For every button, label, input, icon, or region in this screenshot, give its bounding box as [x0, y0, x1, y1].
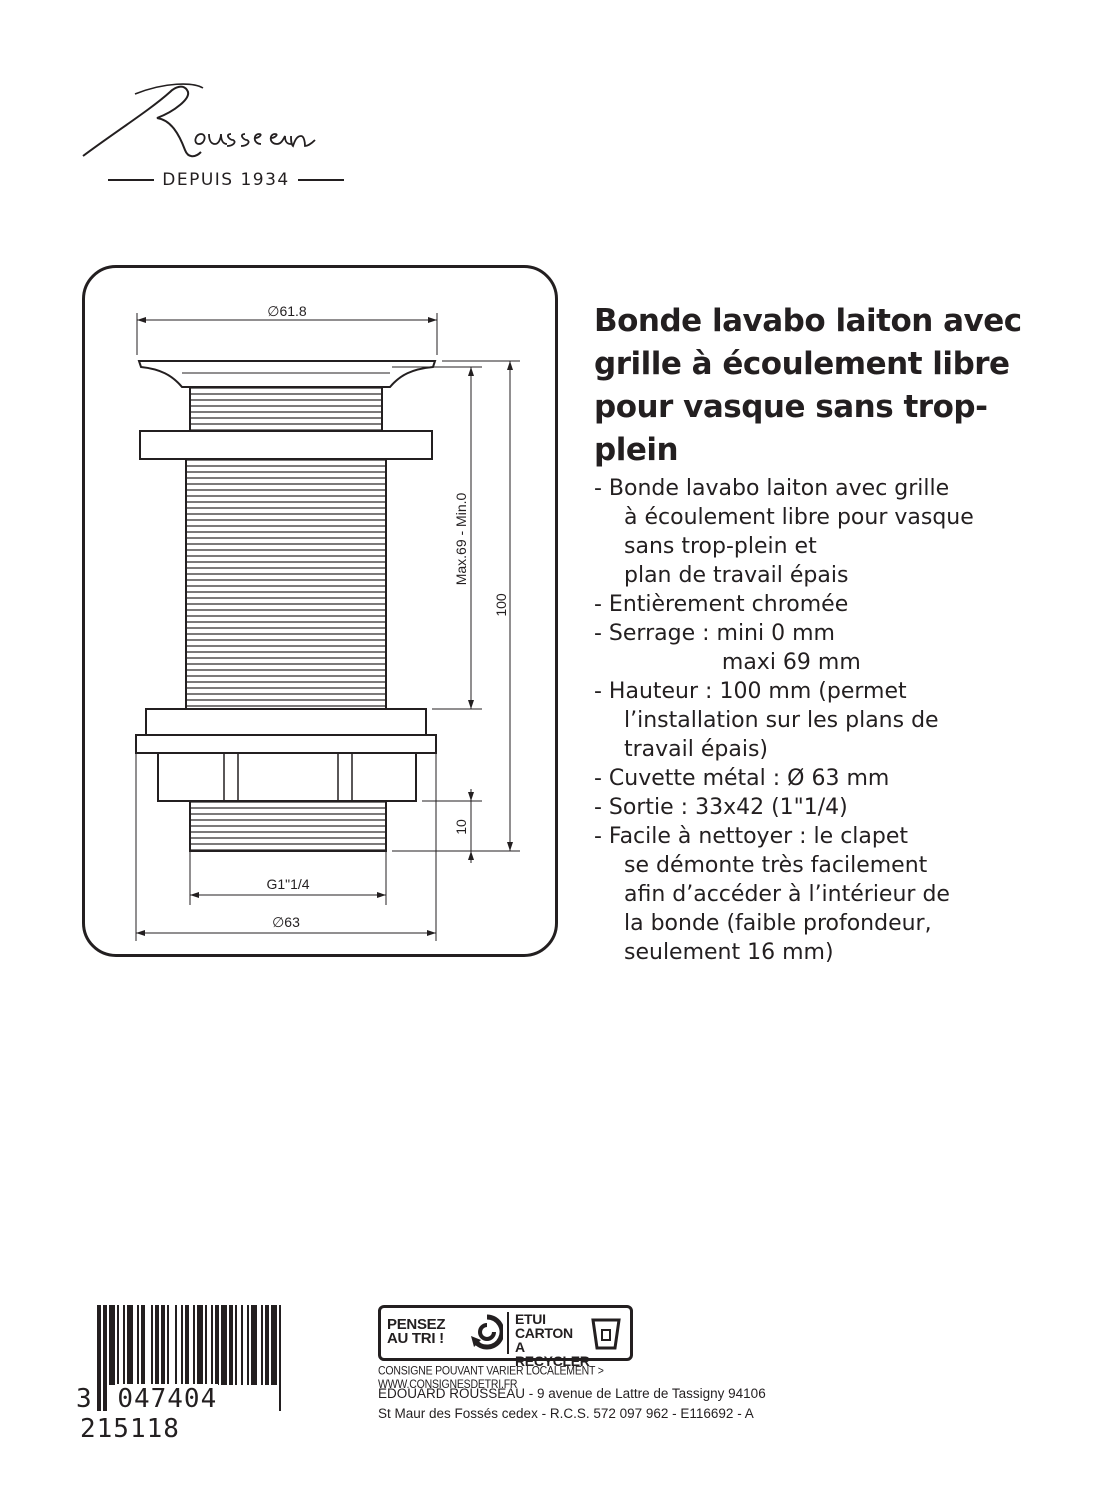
recycling-notice: CONSIGNE POUVANT VARIER LOCALEMENT > WWW…: [378, 1364, 604, 1392]
barcode-bar: [103, 1305, 107, 1411]
barcode-bar: [137, 1305, 139, 1385]
dim-thread-length: 10: [422, 789, 482, 863]
barcode-number: 3 047404 215118: [75, 1384, 335, 1444]
feature-item: - Hauteur : 100 mm (permet l’installatio…: [594, 679, 939, 762]
barcode-bar: [181, 1305, 183, 1385]
tagline-rule-left: [108, 179, 155, 181]
dim-bottom-diameter: ∅63: [135, 753, 437, 941]
barcode-bar: [141, 1305, 145, 1385]
barcode-bar: [175, 1305, 177, 1385]
dim-height-label: 100: [493, 593, 509, 617]
dim-thread-label: G1"1/4: [266, 876, 309, 892]
threaded-body: [185, 458, 387, 710]
brand-tagline: DEPUIS 1934: [108, 170, 344, 190]
recycling-bin-icon: [591, 1318, 621, 1350]
barcode-first-digit: 3: [75, 1384, 94, 1414]
recycling-divider: [507, 1312, 509, 1354]
barcode: [97, 1305, 281, 1411]
recycle-arrows-icon: [471, 1314, 503, 1350]
barcode-bar: [215, 1305, 219, 1385]
barcode-bar: [261, 1305, 263, 1385]
locking-nut: [135, 708, 437, 802]
feature-item: - Bonde lavabo laiton avec grille à écou…: [594, 476, 974, 588]
barcode-bar: [109, 1305, 115, 1385]
feature-list: - Bonde lavabo laiton avec grille à écou…: [594, 474, 1084, 967]
dim-clamping: Max.69 - Min.0: [392, 366, 482, 710]
barcode-bar: [265, 1305, 269, 1385]
barcode-bar: [279, 1305, 281, 1411]
barcode-bar: [193, 1305, 195, 1411]
barcode-bar: [229, 1305, 233, 1385]
feature-item: - Cuvette métal : Ø 63 mm: [594, 766, 890, 791]
barcode-bar: [251, 1305, 257, 1385]
barcode-bar: [205, 1305, 207, 1385]
dim-thread-length-label: 10: [453, 819, 469, 835]
address-line-2: St Maur des Fossés cedex - R.C.S. 572 09…: [378, 1406, 754, 1421]
barcode-bar: [247, 1305, 249, 1385]
product-title: Bonde lavabo laiton avec grille à écoule…: [594, 303, 1022, 468]
barcode-bar: [235, 1305, 237, 1385]
recycling-label-right: ETUI CARTON A RECYCLER: [515, 1311, 590, 1369]
drain-flange: [137, 360, 437, 388]
barcode-bar: [221, 1305, 227, 1385]
company-address: EDOUARD ROUSSEAU - 9 avenue de Lattre de…: [378, 1384, 798, 1424]
rousseau-signature-logo: [82, 83, 316, 158]
barcode-bar: [197, 1305, 203, 1385]
technical-drawing: ∅61.8 Max.69 - Min.0 100: [135, 303, 520, 941]
tagline-text: DEPUIS 1934: [162, 170, 290, 190]
brand-logo: [75, 72, 355, 202]
tagline-rule-right: [297, 179, 344, 181]
barcode-bar: [151, 1305, 153, 1385]
barcode-bar: [97, 1305, 101, 1411]
barcode-bar: [123, 1305, 125, 1385]
feature-item: - Sortie : 33x42 (1"1/4): [594, 795, 848, 820]
barcode-bar: [161, 1305, 165, 1385]
barcode-bar: [127, 1305, 133, 1385]
barcode-bar: [211, 1305, 213, 1385]
drawing-frame: [82, 265, 558, 957]
feature-item: - Entièrement chromée: [594, 592, 849, 617]
dim-thread: G1"1/4: [189, 851, 387, 905]
barcode-bar: [185, 1305, 189, 1385]
dim-clamping-label: Max.69 - Min.0: [453, 492, 469, 585]
recycling-label-left: PENSEZ AU TRI !: [387, 1316, 446, 1347]
address-line-1: EDOUARD ROUSSEAU - 9 avenue de Lattre de…: [378, 1386, 766, 1401]
barcode-bar: [167, 1305, 169, 1385]
lower-thread: [189, 800, 387, 852]
barcode-group-1: 047404: [116, 1384, 219, 1414]
recycling-label: PENSEZ AU TRI ! ETUI CARTON A RECYCLER: [378, 1305, 633, 1368]
barcode-bar: [241, 1305, 243, 1385]
barcode-bar: [271, 1305, 277, 1385]
dim-top-diameter-label: ∅61.8: [267, 303, 307, 319]
washer: [139, 430, 433, 460]
barcode-bar: [155, 1305, 159, 1385]
dim-top-diameter: ∅61.8: [136, 303, 438, 355]
feature-item: - Facile à nettoyer : le clapet se démon…: [594, 824, 950, 965]
upper-thread: [189, 386, 383, 432]
dim-bottom-diameter-label: ∅63: [272, 914, 300, 930]
dim-height: 100: [392, 360, 520, 852]
feature-item: - Serrage : mini 0 mm maxi 69 mm: [594, 621, 861, 675]
barcode-group-2: 215118: [79, 1414, 181, 1444]
barcode-bar: [117, 1305, 119, 1385]
